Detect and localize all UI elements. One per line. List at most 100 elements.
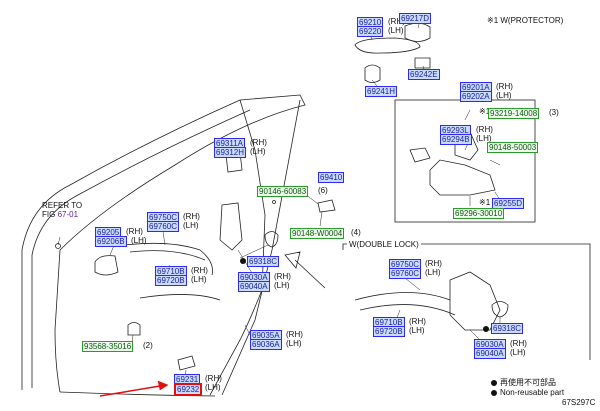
part-qualifier: (6) — [318, 186, 328, 195]
small-bolt-shape — [317, 199, 336, 213]
star-mark-2: ※1 — [479, 198, 491, 207]
legend-en: Non-reusable part — [491, 388, 564, 397]
double-lock-grommet — [491, 301, 509, 318]
non-reusable-dot-icon — [240, 258, 246, 264]
part-qualifier: (LH) — [205, 383, 221, 392]
part-qualifier: (2) — [143, 341, 153, 350]
latch-grommet — [264, 231, 279, 248]
double-lock-cable — [354, 292, 451, 301]
part-number-link-69318c[interactable]: 69318C — [491, 323, 524, 334]
part-number-link-90148-w0004[interactable]: 90148-W0004 — [290, 228, 345, 239]
part-number-link-69202a[interactable]: 69202A — [460, 91, 492, 102]
part-qualifier: (LH) — [250, 147, 266, 156]
legend-jp: 再使用不可部品 — [491, 378, 556, 387]
door-frame-outline — [21, 94, 306, 393]
part-qualifier: (4) — [351, 228, 361, 237]
lower-handle-shape — [94, 255, 119, 276]
part-number-link-69206b[interactable]: 69206B — [95, 236, 127, 247]
double-lock-mechanism — [449, 271, 501, 331]
part-number-link-69217d[interactable]: 69217D — [399, 13, 432, 24]
part-number-link-69312h[interactable]: 69312H — [214, 147, 247, 158]
part-qualifier: (LH) — [409, 326, 425, 335]
fig-ref-link[interactable]: 67-01 — [57, 210, 79, 219]
part-qualifier: (RH) — [425, 259, 442, 268]
part-qualifier: (RH) — [183, 212, 200, 221]
part-number-link-69242e[interactable]: 69242E — [408, 69, 440, 80]
handle-cover-shape — [404, 22, 431, 42]
part-qualifier: (LH) — [191, 275, 207, 284]
part-number-link-69294b[interactable]: 69294B — [440, 134, 472, 145]
part-qualifier: (RH) — [496, 82, 513, 91]
refer-to-label: REFER TO — [42, 201, 83, 210]
part-number-link-69040a[interactable]: 69040A — [238, 281, 270, 292]
part-number-link-69036a[interactable]: 69036A — [250, 339, 282, 350]
part-number-link-69720b[interactable]: 69720B — [373, 326, 405, 337]
part-qualifier: (LH) — [286, 339, 302, 348]
double-lock-box — [342, 243, 591, 360]
screw-dot-2 — [272, 200, 276, 204]
handle-pad-shape-2 — [414, 57, 431, 69]
part-number-link-93219-14008[interactable]: 93219-14008 — [488, 108, 540, 119]
rod-cable — [124, 242, 213, 276]
part-number-link-90146-60083[interactable]: 90146-60083 — [257, 186, 309, 197]
lower-cable — [139, 294, 221, 301]
part-qualifier: (LH) — [476, 134, 492, 143]
part-qualifier: (RH) — [126, 227, 143, 236]
non-reusable-dot-icon — [483, 326, 489, 332]
figure-id: 67S297C — [562, 398, 596, 407]
fig-reference: FIG 67-01 — [42, 210, 78, 219]
part-qualifier: (LH) — [496, 91, 512, 100]
lock-mechanism-shape — [429, 159, 496, 196]
part-number-link-69720b[interactable]: 69720B — [155, 275, 187, 286]
clip-shape — [127, 322, 141, 336]
part-number-link-69255d[interactable]: 69255D — [492, 198, 525, 209]
part-number-link-90148-50003[interactable]: 90148-50003 — [487, 142, 539, 153]
part-qualifier: (LH) — [183, 221, 199, 230]
part-qualifier: (RH) — [286, 330, 303, 339]
door-window-edge — [209, 99, 266, 396]
part-number-link-69318c[interactable]: 69318C — [247, 256, 280, 267]
part-qualifier: (LH) — [425, 268, 441, 277]
part-qualifier: (RH) — [476, 125, 493, 134]
double-lock-cable-2 — [359, 304, 456, 316]
part-qualifier: (RH) — [274, 272, 291, 281]
part-number-link-69220[interactable]: 69220 — [357, 26, 384, 37]
part-qualifier: (LH) — [510, 348, 526, 357]
part-number-link-93568-35016[interactable]: 93568-35016 — [82, 341, 134, 352]
part-number-link-69232[interactable]: 69232 — [174, 383, 203, 396]
handle-pad-shape — [364, 64, 381, 83]
non-reusable-dot-icon — [491, 379, 497, 386]
lower-pad-shape — [177, 355, 196, 371]
part-qualifier: (RH) — [205, 374, 222, 383]
part-number-link-69760c[interactable]: 69760C — [389, 268, 422, 279]
part-number-link-69760c[interactable]: 69760C — [147, 221, 180, 232]
part-qualifier: (RH) — [409, 317, 426, 326]
part-number-link-69296-30010[interactable]: 69296-30010 — [453, 208, 505, 219]
double-lock-label: W(DOUBLE LOCK) — [347, 240, 421, 249]
callout-arrow — [99, 380, 169, 397]
door-frame-inner — [31, 109, 251, 388]
part-qualifier: (RH) — [250, 138, 267, 147]
fig-prefix: FIG — [42, 210, 56, 219]
part-number-link-69410[interactable]: 69410 — [318, 172, 345, 183]
part-qualifier: (3) — [549, 108, 559, 117]
part-qualifier: (RH) — [388, 17, 405, 26]
part-number-link-69241h[interactable]: 69241H — [365, 86, 398, 97]
part-qualifier: (RH) — [191, 266, 208, 275]
rod-cable-2 — [129, 250, 206, 261]
view-arrow-outline — [284, 251, 326, 289]
part-qualifier: (LH) — [388, 26, 404, 35]
part-number-link-69040a[interactable]: 69040A — [474, 348, 506, 359]
latch-shape — [219, 202, 243, 251]
lock-link-shape — [409, 147, 431, 163]
part-qualifier: (LH) — [274, 281, 290, 290]
screw-dot — [55, 243, 61, 249]
part-qualifier: (RH) — [510, 339, 527, 348]
protector-note: ※1 W(PROTECTOR) — [487, 16, 564, 25]
part-qualifier: (LH) — [131, 236, 147, 245]
non-reusable-dot-icon — [491, 389, 497, 396]
star-mark: ※1 — [479, 107, 491, 116]
outside-handle-shape — [354, 37, 421, 54]
